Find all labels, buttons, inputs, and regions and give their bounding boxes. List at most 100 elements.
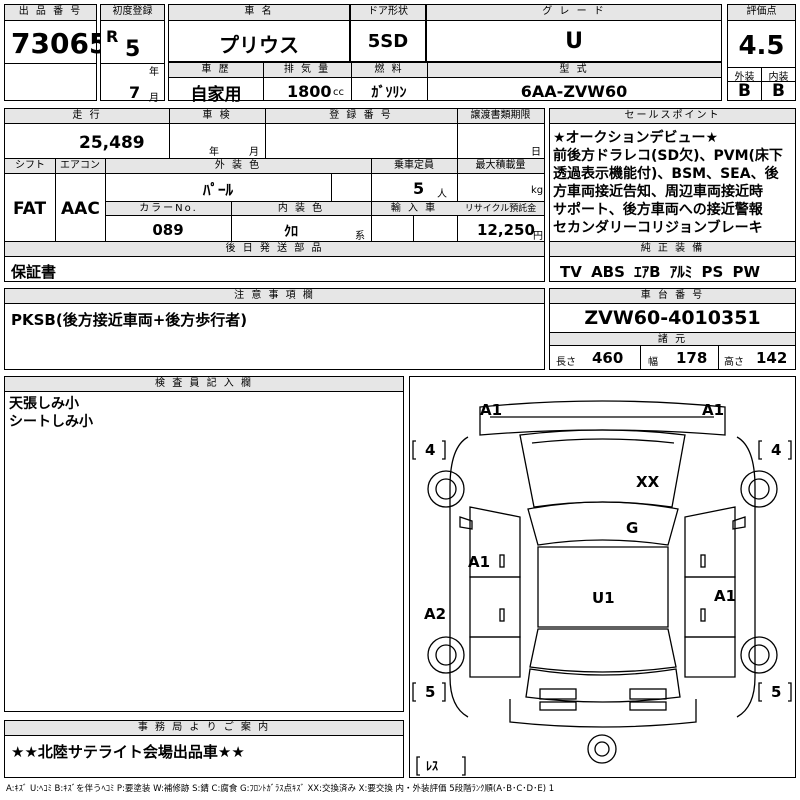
car-name-header: 車 名: [169, 5, 349, 21]
lot-number-header: 出 品 番 号: [5, 5, 96, 21]
recycle-header: リサイクル預託金: [457, 202, 544, 216]
car-diagram-box: A1 A1 XX G A1 U1 A1 A2 4 4 5 5 ﾚｽ: [409, 376, 796, 778]
sales-point-line: サポート、後方車両への接近警報: [553, 202, 763, 218]
sales-point-line: セカンダリーコリジョンブレーキ: [553, 220, 763, 236]
specs-header: 諸 元: [550, 332, 795, 346]
int-color-header: 内 装 色: [231, 202, 371, 216]
registration-month: 7: [129, 83, 141, 102]
tire-rear-right: 5: [771, 683, 782, 701]
length-label: 長さ: [556, 357, 576, 368]
interior-grade: B: [772, 81, 785, 101]
width: 178: [676, 349, 708, 367]
damage-front-right: A1: [702, 401, 725, 419]
first-registration-header: 初度登録: [101, 5, 164, 21]
score: 4.5: [738, 31, 785, 61]
later-parts-header: 後 日 発 送 部 品: [5, 242, 544, 257]
deadline-day-unit: 日: [531, 147, 541, 158]
registration-year: 5: [125, 37, 141, 62]
grade-cell: グ レ ー ド U: [426, 4, 722, 62]
exterior-grade: B: [738, 81, 751, 101]
sales-points-box: セールスポイント ★オークションデビュー★ 前後方ドラレコ(SD欠)、PVM(床…: [549, 108, 796, 282]
door-header: ドア形状: [351, 5, 425, 21]
history-row: 車 歴 排 気 量 燃 料 型 式 自家用 1800 cc ｶﾞｿﾘﾝ 6AA-…: [168, 62, 722, 105]
fuel-header: 燃 料: [351, 63, 427, 78]
inspector-header: 検 査 員 記 入 欄: [5, 377, 403, 392]
first-registration-cell: 初度登録 R 5 年 7 月: [100, 4, 165, 104]
legend: A:ｷｽﾞ U:ﾍｺﾐ B:ｷｽﾞを伴うﾍｺﾐ P:要塗装 W:補修跡 S:錆 …: [6, 784, 555, 794]
width-label: 幅: [648, 357, 658, 368]
kg-unit: kg: [531, 185, 544, 196]
sales-points-text: ★オークションデビュー★ 前後方ドラレコ(SD欠)、PVM(床下 透過表示機能付…: [553, 129, 795, 237]
sales-point-line: 透過表示機能付)、BSM、SEA、後: [553, 166, 779, 182]
damage-right-door: A1: [714, 587, 737, 605]
era-letter: R: [106, 27, 119, 46]
damage-left-door: A1: [468, 553, 491, 571]
inspector-note: 天張しみ小: [9, 396, 79, 412]
door-type: 5SD: [367, 31, 409, 52]
color-no-header: カラーNo.: [106, 202, 231, 216]
grade: U: [565, 29, 583, 54]
color-no: 089: [152, 221, 184, 239]
int-color: ｸﾛ: [284, 224, 298, 240]
damage-roof: XX: [636, 473, 660, 491]
aircon: AAC: [61, 199, 100, 219]
exterior-label: 外装: [734, 72, 755, 83]
spare-tire: ﾚｽ: [426, 759, 439, 773]
height-label: 高さ: [724, 357, 744, 368]
import-header: 輸 入 車: [371, 202, 457, 216]
genuine-equipment: TV ABS ｴｱB ｱﾙﾐ PS PW: [560, 263, 761, 281]
height: 142: [756, 349, 788, 367]
inspector-notes: 天張しみ小 シートしみ小: [9, 395, 93, 431]
mileage-header: 走 行: [5, 109, 169, 124]
year-unit: 年: [149, 67, 159, 78]
caution-text: PKSB(後方接近車両+後方歩行者): [11, 311, 248, 329]
sales-point-line: 方車両接近告知、周辺車両接近時: [553, 184, 763, 200]
car-name: プリウス: [219, 33, 299, 57]
score-cell: 評価点 4.5 外装 内装 B B: [727, 4, 796, 101]
damage-windshield: G: [626, 519, 639, 537]
shift-header: シフト: [5, 159, 55, 174]
later-parts: 保証書: [11, 263, 57, 281]
sales-point-line: 前後方ドラレコ(SD欠)、PVM(床下: [553, 148, 783, 164]
car-diagram: [412, 400, 792, 776]
chassis-number: ZVW60-4010351: [584, 307, 761, 329]
caution-header: 注 意 事 項 欄: [5, 289, 544, 304]
inspection-month-unit: 月: [249, 147, 259, 158]
max-load-header: 最大積載量: [457, 159, 544, 174]
sales-points-header: セールスポイント: [550, 109, 795, 124]
capacity-header: 乗車定員: [371, 159, 457, 174]
recycle: 12,250: [477, 221, 535, 239]
mileage: 25,489: [79, 133, 145, 153]
shift: FAT: [13, 199, 47, 219]
office-box: 事 務 局 よ り ご 案 内 ★★北陸サテライト会場出品車★★: [4, 720, 404, 778]
tire-front-left: 4: [425, 441, 436, 459]
sales-point-line: ★オークションデビュー★: [553, 130, 719, 146]
score-header: 評価点: [728, 5, 795, 21]
month-unit: 月: [149, 93, 159, 104]
tire-rear-left: 5: [425, 683, 436, 701]
damage-left-rear: A2: [424, 605, 447, 623]
inspector-box: 検 査 員 記 入 欄 天張しみ小 シートしみ小: [4, 376, 404, 712]
aircon-header: エアコン: [55, 159, 105, 174]
caution-box: 注 意 事 項 欄 PKSB(後方接近車両+後方歩行者): [4, 288, 545, 370]
fuel: ｶﾞｿﾘﾝ: [371, 85, 407, 101]
chassis-box: 車 台 番 号 ZVW60-4010351 諸 元 長さ 460 幅 178 高…: [549, 288, 796, 370]
transfer-deadline-header: 譲渡書類期限: [457, 109, 544, 124]
history-header: 車 歴: [169, 63, 263, 78]
lot-number-cell: 出 品 番 号 73065: [4, 4, 108, 101]
tire-front-right: 4: [771, 441, 782, 459]
vehicle-info-block: 走 行 車 検 登 録 番 号 譲渡書類期限 25,489 年 月 日 シフト …: [4, 108, 545, 282]
office-note: ★★北陸サテライト会場出品車★★: [11, 743, 245, 761]
ext-color: ﾊﾟｰﾙ: [202, 181, 233, 199]
car-name-cell: 車 名 プリウス: [168, 4, 350, 62]
ext-color-header: 外 装 色: [105, 159, 371, 174]
color-suffix: 系: [355, 231, 365, 242]
yen-unit: 円: [533, 231, 543, 242]
history: 自家用: [190, 85, 242, 105]
displacement: 1800: [287, 82, 332, 101]
capacity: 5: [413, 179, 425, 198]
genuine-header: 純 正 装 備: [550, 242, 795, 257]
interior-label: 内装: [768, 72, 789, 83]
office-header: 事 務 局 よ り ご 案 内: [5, 721, 403, 736]
grade-header: グ レ ー ド: [427, 5, 721, 21]
